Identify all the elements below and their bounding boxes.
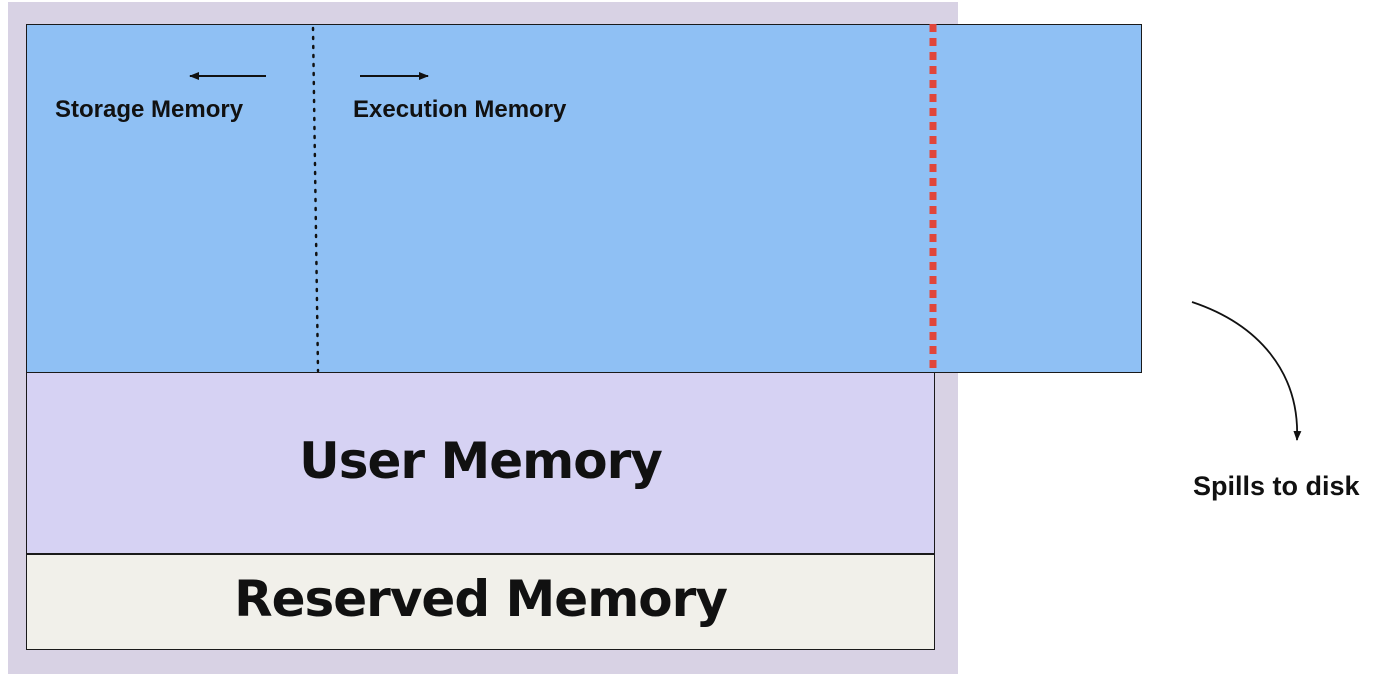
spill-arrow [1191, 301, 1302, 441]
user-memory-label: User Memory [299, 432, 663, 490]
storage-memory-label: Storage Memory [55, 96, 244, 123]
user-memory-region [26, 373, 935, 554]
unified-memory-region [26, 24, 1142, 373]
execution-memory-label: Execution Memory [353, 96, 567, 123]
reserved-memory-label: Reserved Memory [234, 570, 728, 628]
spills-to-disk-label: Spills to disk [1193, 471, 1360, 501]
reserved-memory-region [26, 554, 935, 650]
